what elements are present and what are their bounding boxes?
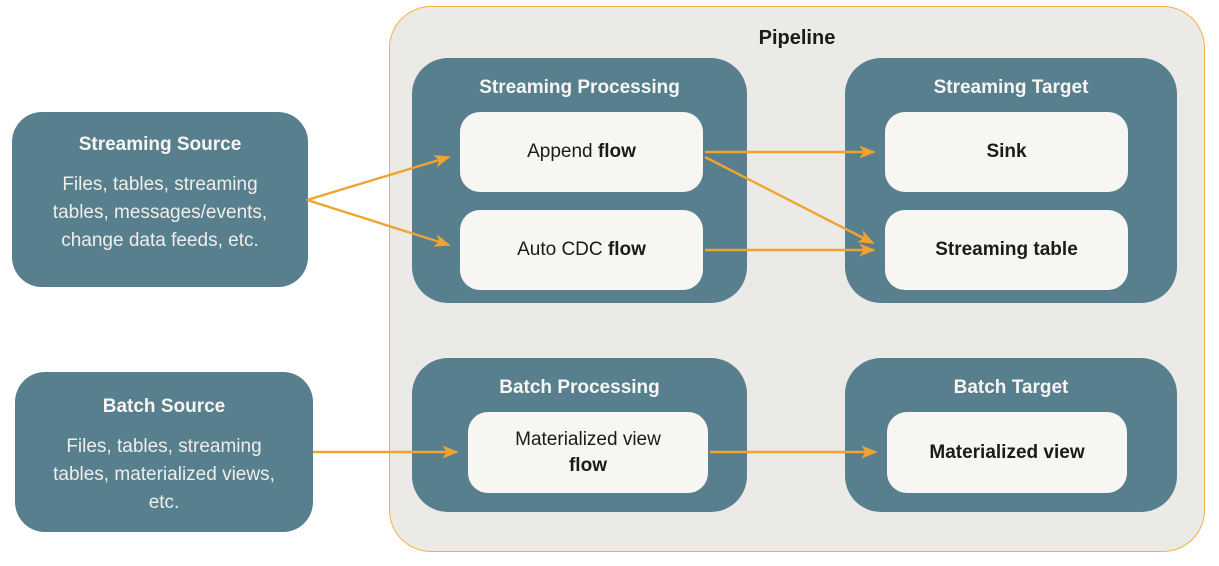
append-flow-label: Append flow bbox=[527, 141, 636, 162]
sink-node: Sink bbox=[885, 112, 1128, 192]
batch-target-title: Batch Target bbox=[953, 377, 1069, 398]
batch-processing-title: Batch Processing bbox=[499, 377, 660, 398]
streaming-table-node: Streaming table bbox=[885, 210, 1128, 290]
auto-cdc-flow-label: Auto CDC flow bbox=[517, 239, 646, 260]
streaming-source-description: Files, tables, streaming tables, message… bbox=[52, 174, 268, 251]
pipeline-label: Pipeline bbox=[758, 27, 836, 49]
streaming-source-box: Streaming Source Files, tables, streamin… bbox=[12, 112, 308, 287]
batch-source-box: Batch Source Files, tables, streaming ta… bbox=[15, 372, 313, 532]
streaming-processing-title: Streaming Processing bbox=[479, 77, 680, 98]
streaming-target-title: Streaming Target bbox=[933, 77, 1089, 98]
streaming-table-label: Streaming table bbox=[935, 239, 1078, 260]
streaming-source-title: Streaming Source bbox=[78, 134, 242, 155]
sink-label: Sink bbox=[986, 141, 1027, 162]
append-flow-node: Append flow bbox=[460, 112, 703, 192]
materialized-view-node: Materialized view bbox=[887, 412, 1127, 493]
batch-source-title: Batch Source bbox=[102, 396, 226, 417]
materialized-view-label: Materialized view bbox=[929, 441, 1085, 463]
auto-cdc-flow-node: Auto CDC flow bbox=[460, 210, 703, 290]
batch-source-description: Files, tables, streaming tables, materia… bbox=[53, 436, 275, 513]
